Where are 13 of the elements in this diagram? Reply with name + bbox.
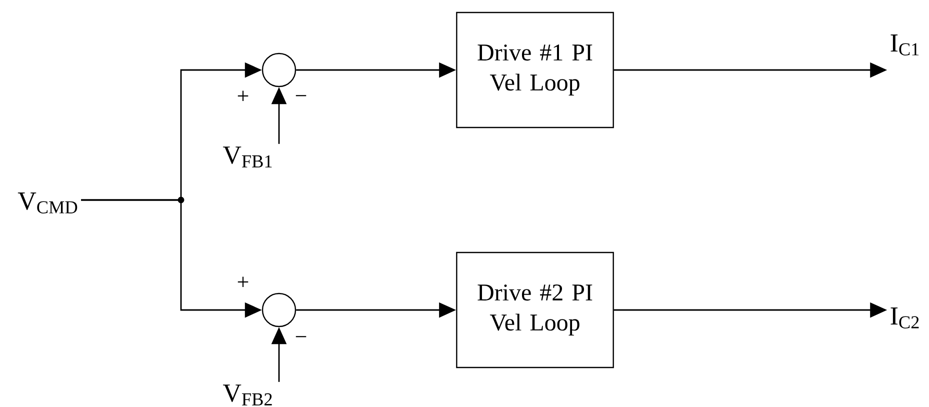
signal-label: V$_{FB1}$: [222, 146, 272, 168]
sign-label: +: [238, 90, 248, 102]
signal-label: I$_{C2}$: [890, 308, 919, 328]
signal-label: V$_{CMD}$: [18, 192, 78, 214]
sign-label: −: [296, 95, 306, 96]
signal-label: V$_{FB2}$: [222, 384, 272, 406]
sign-label: −: [296, 336, 306, 338]
summing-junction: [262, 52, 296, 88]
process-box: Drive #2 PI Vel Loop: [456, 252, 614, 368]
sign-label: +: [238, 276, 248, 288]
process-box: Drive #1 PI Vel Loop: [456, 12, 614, 128]
signal-label: I$_{C1}$: [890, 34, 919, 56]
summing-junction: [262, 292, 296, 328]
